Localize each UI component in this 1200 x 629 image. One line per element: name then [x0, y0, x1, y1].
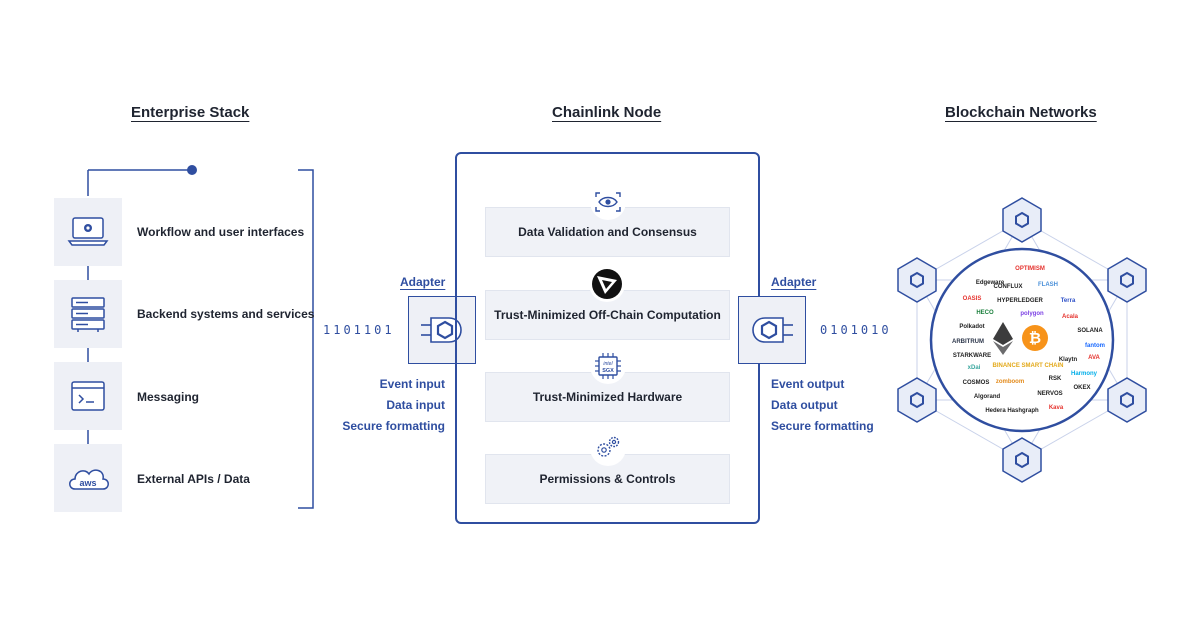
- chain-logo-rsk: RSK: [1048, 376, 1062, 382]
- chain-logo-hyperledger: HYPERLEDGER: [997, 298, 1043, 304]
- module-label: Permissions & Controls: [539, 472, 676, 486]
- chain-logo-acala: Acala: [1061, 314, 1079, 320]
- laptop-gear-icon: [67, 217, 109, 246]
- chain-logo-starkware: STARKWARE: [952, 353, 992, 359]
- network-node: [897, 377, 937, 423]
- io-secure-formatting-out: Secure formatting: [771, 419, 874, 433]
- chain-logo-solana: SOLANA: [1077, 328, 1103, 334]
- chain-logo-cosmos: COSMOS: [962, 380, 990, 386]
- chain-logo-terra: Terra: [1060, 298, 1076, 304]
- adapter-right-label: Adapter: [771, 275, 817, 289]
- blockchain-network-graphic: ₿: [897, 197, 1147, 483]
- chain-logo-zomboom: zomboom: [995, 379, 1025, 385]
- bitcoin-symbol: ₿: [1029, 329, 1041, 347]
- adapter-right-box: [738, 296, 806, 364]
- input-bits: 1101101: [323, 323, 395, 337]
- chainlink-node-heading: Chainlink Node: [552, 104, 662, 121]
- chain-logo-fantom: fantom: [1085, 343, 1105, 349]
- messaging-box: [54, 362, 122, 430]
- chain-logo-algorand: Algorand: [973, 394, 1001, 400]
- chain-logo-ava: AVA: [1088, 355, 1100, 361]
- stack-bracket: [298, 169, 314, 509]
- chain-logo-hedera-hashgraph: Hedera Hashgraph: [985, 408, 1039, 414]
- chain-logo-binance-smart-chain: BINANCE SMART CHAIN: [992, 363, 1064, 369]
- workflow-ui-box: [54, 198, 122, 266]
- intel-text: intel: [603, 361, 613, 367]
- terminal-window-icon: [71, 381, 105, 411]
- chain-logo-xdai: xDai: [967, 365, 981, 371]
- external-apis-box: aws: [54, 444, 122, 512]
- chain-logo-heco: HECO: [976, 310, 994, 316]
- backend-systems-box: [54, 280, 122, 348]
- network-node: [1002, 437, 1042, 483]
- compute-logo-icon: [589, 266, 625, 302]
- network-hub-circle: [929, 247, 1115, 433]
- network-node: [1002, 197, 1042, 243]
- module-data-validation: Data Validation and Consensus: [485, 207, 730, 257]
- blockchain-networks-heading: Blockchain Networks: [945, 104, 1097, 121]
- sgx-chip-icon: intel SGX: [590, 348, 626, 384]
- chain-logo-flash: FLASH: [1038, 282, 1058, 288]
- enterprise-stack-connectors: [87, 165, 314, 509]
- sgx-text: SGX: [602, 368, 614, 374]
- module-label: Trust-Minimized Hardware: [532, 390, 683, 404]
- chain-logo-arbitrum: ARBITRUM: [952, 339, 984, 345]
- chain-logo-nervos: NERVOS: [1037, 391, 1063, 397]
- chain-logo-okex: OKEX: [1073, 385, 1091, 391]
- stack-label-external-apis: External APIs / Data: [137, 472, 250, 486]
- output-bits: 0101010: [820, 323, 892, 337]
- bitcoin-icon: ₿: [1022, 325, 1048, 351]
- chain-logo-klaytn: Klaytn: [1058, 357, 1078, 363]
- chain-logo-polkadot: Polkadot: [959, 324, 985, 330]
- io-data-input: Data input: [386, 398, 445, 412]
- gears-icon: [590, 430, 626, 466]
- stack-label-workflow: Workflow and user interfaces: [137, 225, 305, 239]
- io-data-output: Data output: [771, 398, 838, 412]
- network-node: [1107, 377, 1147, 423]
- io-event-output: Event output: [771, 377, 845, 391]
- chain-logo-edgeware: Edgeware: [975, 280, 1005, 286]
- connector-dot: [187, 165, 197, 175]
- chain-logo-harmony: Harmony: [1070, 371, 1098, 377]
- chain-logo-optimism: OPTIMISM: [1015, 266, 1045, 272]
- stack-label-messaging: Messaging: [137, 390, 200, 404]
- enterprise-stack-heading: Enterprise Stack: [131, 104, 250, 121]
- chain-logo-conflux: CONFLUX: [993, 284, 1023, 290]
- adapter-plug-icon: [752, 317, 793, 343]
- module-label: Data Validation and Consensus: [518, 225, 697, 239]
- eye-scan-icon: [590, 184, 626, 220]
- chain-logo-cloud: OPTIMISM Edgeware FLASH CONFLUX OASIS HYPERLE…: [890, 190, 1160, 490]
- module-label: Trust-Minimized Off-Chain Computation: [494, 308, 721, 322]
- adapter-left-box: [408, 296, 476, 364]
- network-node: [897, 257, 937, 303]
- ethereum-icon: [993, 322, 1013, 355]
- network-node: [1107, 257, 1147, 303]
- adapter-left-label: Adapter: [400, 275, 446, 289]
- aws-cloud-icon: aws: [69, 469, 109, 490]
- io-secure-formatting-in: Secure formatting: [342, 419, 445, 433]
- chain-logo-polygon: polygon: [1020, 311, 1044, 317]
- adapter-plug-icon: [421, 317, 462, 343]
- aws-text: aws: [79, 478, 96, 488]
- server-rack-icon: [71, 297, 105, 332]
- stack-label-backend: Backend systems and services: [137, 307, 315, 321]
- chain-logo-oasis: OASIS: [962, 296, 982, 302]
- io-event-input: Event input: [379, 377, 445, 391]
- chain-logo-kava: Kava: [1048, 405, 1064, 411]
